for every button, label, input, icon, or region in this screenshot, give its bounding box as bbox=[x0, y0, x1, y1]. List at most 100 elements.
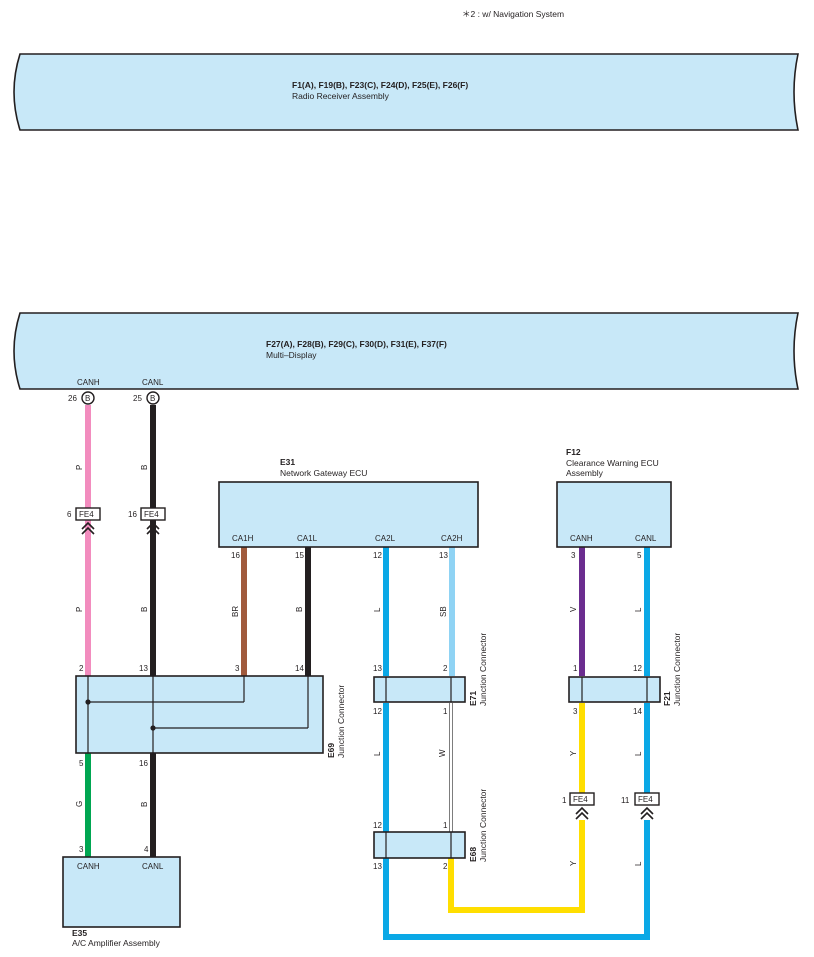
svg-text:16: 16 bbox=[128, 510, 137, 519]
svg-text:FE4: FE4 bbox=[638, 795, 653, 804]
fe4-connector-11: 11 FE4 bbox=[621, 792, 660, 820]
svg-text:1: 1 bbox=[443, 707, 448, 716]
svg-text:13: 13 bbox=[139, 664, 148, 673]
svg-text:14: 14 bbox=[633, 707, 642, 716]
clearance-warning-ecu: F12 Clearance Warning ECU Assembly CANH … bbox=[556, 447, 672, 560]
junction-connector-e69: 2 13 3 14 5 16 E69 Junction Connector bbox=[75, 664, 346, 768]
svg-text:FE4: FE4 bbox=[144, 510, 159, 519]
e68-name: Junction Connector bbox=[478, 789, 488, 862]
svg-text:12: 12 bbox=[633, 664, 642, 673]
svg-text:13: 13 bbox=[439, 551, 448, 560]
gateway-code: E31 bbox=[280, 457, 295, 467]
wire-l-e68-loop bbox=[383, 820, 650, 940]
svg-text:CANH: CANH bbox=[77, 862, 100, 871]
svg-text:16: 16 bbox=[139, 759, 148, 768]
svg-text:3: 3 bbox=[79, 845, 84, 854]
clearance-name-1: Clearance Warning ECU bbox=[566, 458, 659, 468]
fe4-connector-6: 6 FE4 bbox=[67, 507, 101, 535]
svg-text:CANH: CANH bbox=[570, 534, 593, 543]
svg-text:16: 16 bbox=[231, 551, 240, 560]
svg-text:5: 5 bbox=[637, 551, 642, 560]
svg-text:L: L bbox=[634, 751, 643, 756]
terminal-pin-26: 26 bbox=[68, 394, 77, 403]
gateway-name: Network Gateway ECU bbox=[280, 468, 367, 478]
svg-text:L: L bbox=[634, 607, 643, 612]
network-gateway-ecu: E31 Network Gateway ECU CA1H CA1L CA2L C… bbox=[218, 457, 479, 560]
radio-connectors-label: F1(A), F19(B), F23(C), F24(D), F25(E), F… bbox=[292, 80, 468, 90]
multi-display-assembly: F27(A), F28(B), F29(C), F30(D), F31(E), … bbox=[13, 312, 799, 390]
junction-connector-e71: 13 2 12 1 E71 Junction Connector bbox=[373, 633, 488, 716]
svg-text:FE4: FE4 bbox=[79, 510, 94, 519]
ac-amplifier-assembly: 3 4 CANH CANL E35 A/C Amplifier Assembly bbox=[62, 845, 181, 948]
ac-amp-code: E35 bbox=[72, 928, 87, 938]
svg-text:W: W bbox=[438, 749, 447, 757]
svg-text:B: B bbox=[140, 802, 149, 807]
svg-text:12: 12 bbox=[373, 551, 382, 560]
svg-text:1: 1 bbox=[573, 664, 578, 673]
terminal-label-canl: CANL bbox=[142, 378, 164, 387]
svg-text:13: 13 bbox=[373, 664, 382, 673]
svg-text:12: 12 bbox=[373, 707, 382, 716]
svg-text:2: 2 bbox=[443, 862, 448, 871]
f21-code: F21 bbox=[662, 691, 672, 706]
gateway-terminal-ca2h: CA2H bbox=[441, 534, 463, 543]
svg-text:B: B bbox=[140, 465, 149, 470]
clearance-code: F12 bbox=[566, 447, 581, 457]
wire-y-e68-loop bbox=[448, 820, 585, 913]
svg-text:3: 3 bbox=[573, 707, 578, 716]
gateway-terminal-ca2l: CA2L bbox=[375, 534, 396, 543]
svg-text:CANL: CANL bbox=[142, 862, 164, 871]
svg-text:V: V bbox=[569, 606, 578, 612]
junction-connector-e68: 12 1 13 2 E68 Junction Connector bbox=[373, 789, 488, 871]
multi-display-connectors-label: F27(A), F28(B), F29(C), F30(D), F31(E), … bbox=[266, 339, 447, 349]
svg-text:13: 13 bbox=[373, 862, 382, 871]
svg-text:P: P bbox=[75, 465, 84, 470]
svg-text:B: B bbox=[140, 607, 149, 612]
radio-name-label: Radio Receiver Assembly bbox=[292, 91, 390, 101]
e69-code: E69 bbox=[326, 743, 336, 758]
svg-text:4: 4 bbox=[144, 845, 149, 854]
clearance-name-2: Assembly bbox=[566, 468, 604, 478]
e71-name: Junction Connector bbox=[478, 633, 488, 706]
svg-text:P: P bbox=[75, 607, 84, 612]
svg-text:15: 15 bbox=[295, 551, 304, 560]
fe4-connector-16: 16 FE4 bbox=[128, 507, 166, 535]
svg-text:B: B bbox=[295, 607, 304, 612]
terminal-connector-b-2: B bbox=[150, 394, 155, 403]
terminal-pin-25: 25 bbox=[133, 394, 142, 403]
f21-name: Junction Connector bbox=[672, 633, 682, 706]
e71-code: E71 bbox=[468, 691, 478, 706]
svg-text:14: 14 bbox=[295, 664, 304, 673]
svg-text:G: G bbox=[75, 801, 84, 807]
svg-text:FE4: FE4 bbox=[573, 795, 588, 804]
navigation-note: ＊2 : w/ Navigation System bbox=[462, 9, 564, 19]
svg-text:2: 2 bbox=[443, 664, 448, 673]
svg-text:L: L bbox=[634, 861, 643, 866]
svg-text:Y: Y bbox=[569, 750, 578, 756]
e69-name: Junction Connector bbox=[336, 685, 346, 758]
svg-text:CANL: CANL bbox=[635, 534, 657, 543]
svg-text:SB: SB bbox=[439, 606, 448, 617]
svg-text:6: 6 bbox=[67, 510, 72, 519]
multi-display-terminals: CANH CANL 26 B 25 B bbox=[68, 378, 164, 405]
e68-code: E68 bbox=[468, 847, 478, 862]
svg-text:L: L bbox=[373, 751, 382, 756]
svg-text:BR: BR bbox=[231, 606, 240, 617]
multi-display-name-label: Multi–Display bbox=[266, 350, 317, 360]
junction-connector-f21: 1 12 3 14 F21 Junction Connector bbox=[568, 633, 682, 716]
svg-text:L: L bbox=[373, 607, 382, 612]
gateway-terminal-ca1l: CA1L bbox=[297, 534, 318, 543]
fe4-connector-1: 1 FE4 bbox=[562, 792, 595, 820]
wire-labels: P B P B BR B L SB V L L W Y L G B Y L bbox=[75, 465, 643, 866]
svg-text:Y: Y bbox=[569, 860, 578, 866]
svg-text:12: 12 bbox=[373, 821, 382, 830]
svg-text:11: 11 bbox=[621, 796, 630, 805]
svg-text:2: 2 bbox=[79, 664, 84, 673]
svg-text:3: 3 bbox=[571, 551, 576, 560]
gateway-terminal-ca1h: CA1H bbox=[232, 534, 254, 543]
terminal-connector-b-1: B bbox=[85, 394, 90, 403]
ac-amp-name: A/C Amplifier Assembly bbox=[72, 938, 161, 948]
terminal-label-canh: CANH bbox=[77, 378, 100, 387]
svg-text:5: 5 bbox=[79, 759, 84, 768]
